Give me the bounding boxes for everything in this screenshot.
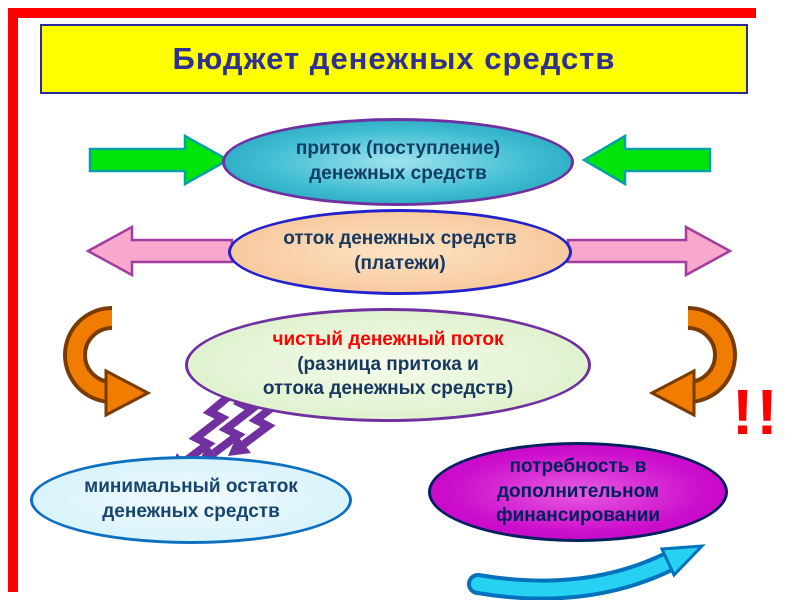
financing-need-line-3: финансировании xyxy=(495,505,661,527)
slide-title: Бюджет денежных средств xyxy=(172,41,616,76)
title-box: Бюджет денежных средств xyxy=(40,24,748,94)
green-arrow-left-icon xyxy=(88,133,231,187)
cyan-swoosh-arrow-icon xyxy=(467,544,706,600)
financing-need-line-1: потребность в xyxy=(509,455,647,477)
net-flow-line-2: оттока денежных средств) xyxy=(262,378,514,400)
min-balance-line-1: минимальный остаток xyxy=(84,476,298,498)
pink-arrow-left-icon xyxy=(85,224,234,278)
min-balance-line-2: денежных средств xyxy=(102,501,280,522)
outflow-line-1: отток денежных средств xyxy=(283,228,517,250)
pink-arrow-right-icon xyxy=(566,224,733,278)
outflow-line-2: (платежи) xyxy=(354,253,446,274)
financing-need-ellipse: потребность в дополнительном финансирова… xyxy=(428,442,728,542)
inflow-line-2: денежных средств xyxy=(309,163,487,184)
inflow-line-1: приток (поступление) xyxy=(295,138,501,160)
inflow-ellipse: приток (поступление) денежных средств xyxy=(222,118,574,206)
outflow-ellipse: отток денежных средств (платежи) xyxy=(228,209,572,295)
double-exclamation-mark: !! xyxy=(732,376,781,448)
green-arrow-right-icon xyxy=(581,133,712,187)
net-flow-line-1: (разница притока и xyxy=(297,353,479,375)
orange-curved-arrow-right-icon xyxy=(648,306,737,418)
min-balance-ellipse: минимальный остаток денежных средств xyxy=(30,456,352,544)
net-flow-ellipse: чистый денежный поток (разница притока и… xyxy=(185,308,591,422)
top-red-bar xyxy=(8,8,756,18)
left-red-bar xyxy=(8,8,18,592)
orange-curved-arrow-left-icon xyxy=(63,306,152,418)
net-flow-highlight: чистый денежный поток xyxy=(272,328,504,350)
financing-need-line-2: дополнительном xyxy=(496,480,659,502)
